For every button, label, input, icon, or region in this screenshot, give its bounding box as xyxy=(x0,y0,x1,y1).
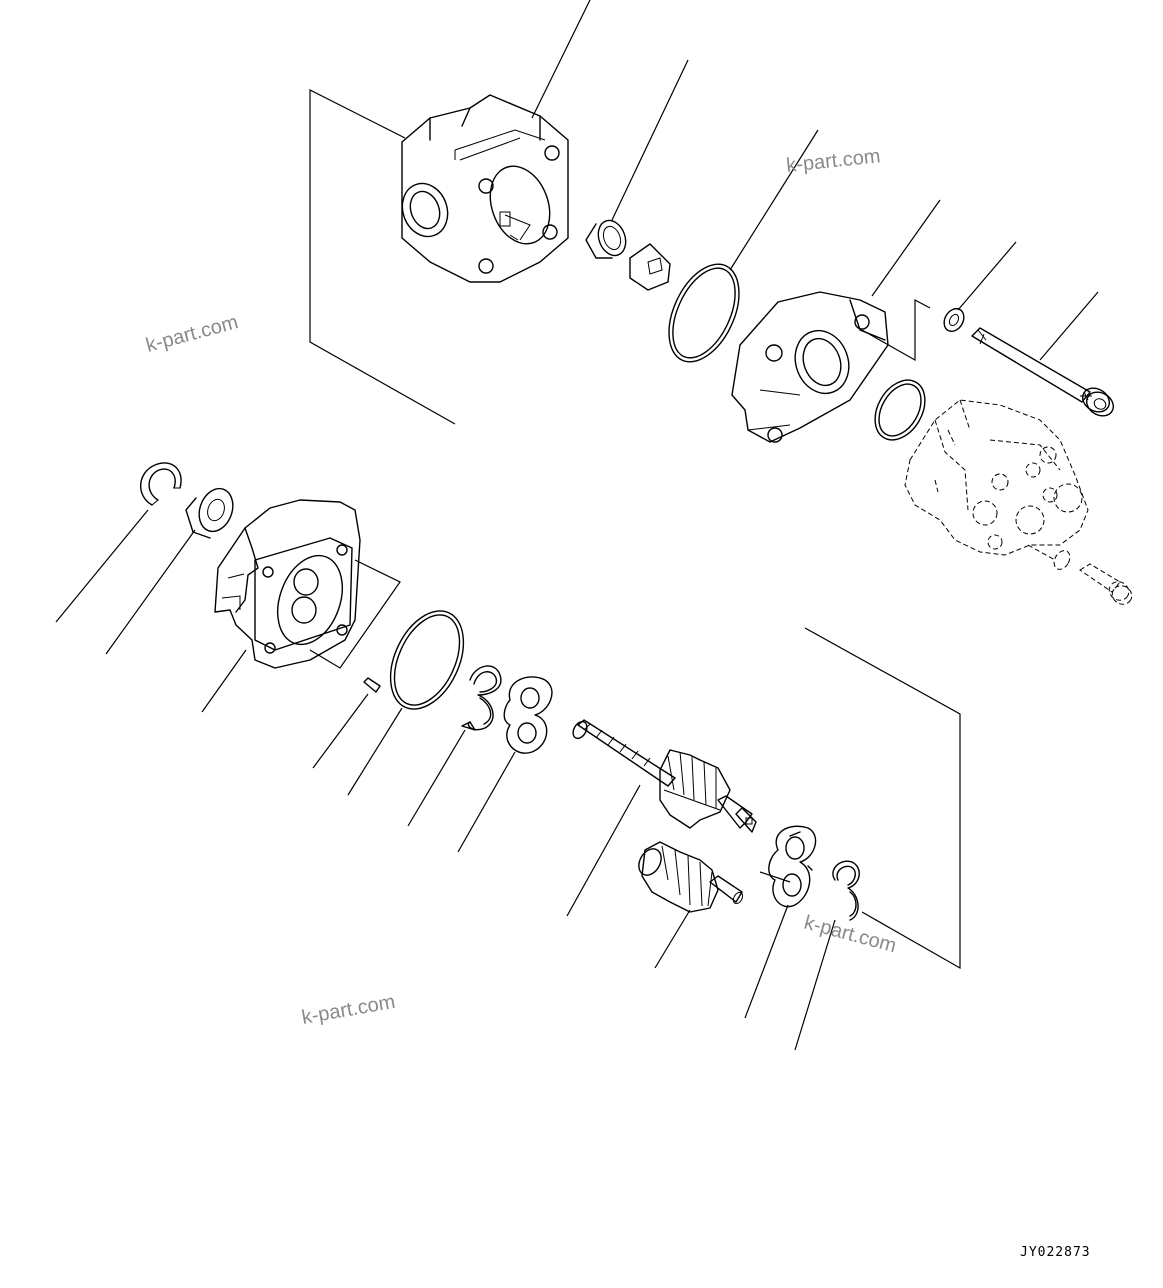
long-bolt xyxy=(971,327,1115,417)
leader-4 xyxy=(871,199,941,297)
leader-13 xyxy=(457,751,516,853)
watermark-2: k-part.com xyxy=(144,311,241,357)
leader-8 xyxy=(105,529,196,655)
snap-ring-left xyxy=(140,462,182,506)
backup-ring-rear xyxy=(832,860,860,921)
leader-7 xyxy=(55,509,149,623)
o-ring-large-lower xyxy=(389,610,465,710)
watermark-1: k-part.com xyxy=(785,145,881,177)
leader-9 xyxy=(201,649,247,713)
coupling-sleeve xyxy=(629,243,671,291)
side-plate-rear xyxy=(768,825,817,908)
leader-3 xyxy=(729,129,819,271)
leader-16 xyxy=(744,904,789,1019)
drawing-code: JY022873 xyxy=(1020,1245,1091,1260)
dowel-pin xyxy=(363,677,381,693)
leader-16a xyxy=(759,871,791,883)
drive-gear-shaft xyxy=(572,719,757,833)
oil-seal xyxy=(185,487,234,539)
backup-ring-front xyxy=(461,665,502,731)
leader-15 xyxy=(654,909,691,969)
leader-11 xyxy=(347,707,403,796)
side-plate-front xyxy=(503,676,553,754)
pump-assembly-phantom xyxy=(904,399,1089,556)
leader-5 xyxy=(957,241,1017,311)
bracket-lower xyxy=(804,627,961,970)
leader-14 xyxy=(566,784,641,917)
leader-2 xyxy=(611,59,689,221)
o-ring-large-upper xyxy=(668,263,740,363)
washer-small-phantom xyxy=(1053,550,1071,570)
watermark-3: k-part.com xyxy=(802,912,899,958)
leader-10 xyxy=(312,693,369,769)
leader-17 xyxy=(794,919,836,1051)
bushing-ring xyxy=(585,219,627,259)
leader-4b xyxy=(861,299,931,362)
watermark-4: k-part.com xyxy=(300,991,397,1029)
leader-6 xyxy=(1039,291,1099,361)
front-cover xyxy=(214,499,361,669)
flange-plate xyxy=(731,291,889,443)
washer-upper xyxy=(943,307,965,333)
bracket-upper xyxy=(309,89,456,425)
leader-12 xyxy=(407,729,466,827)
driven-gear xyxy=(638,841,744,913)
bolt-short-phantom xyxy=(1079,563,1133,605)
leader-1 xyxy=(531,0,591,119)
leader-9b xyxy=(309,559,401,669)
o-ring-small-upper xyxy=(874,379,926,441)
gear-case-body xyxy=(401,94,569,283)
